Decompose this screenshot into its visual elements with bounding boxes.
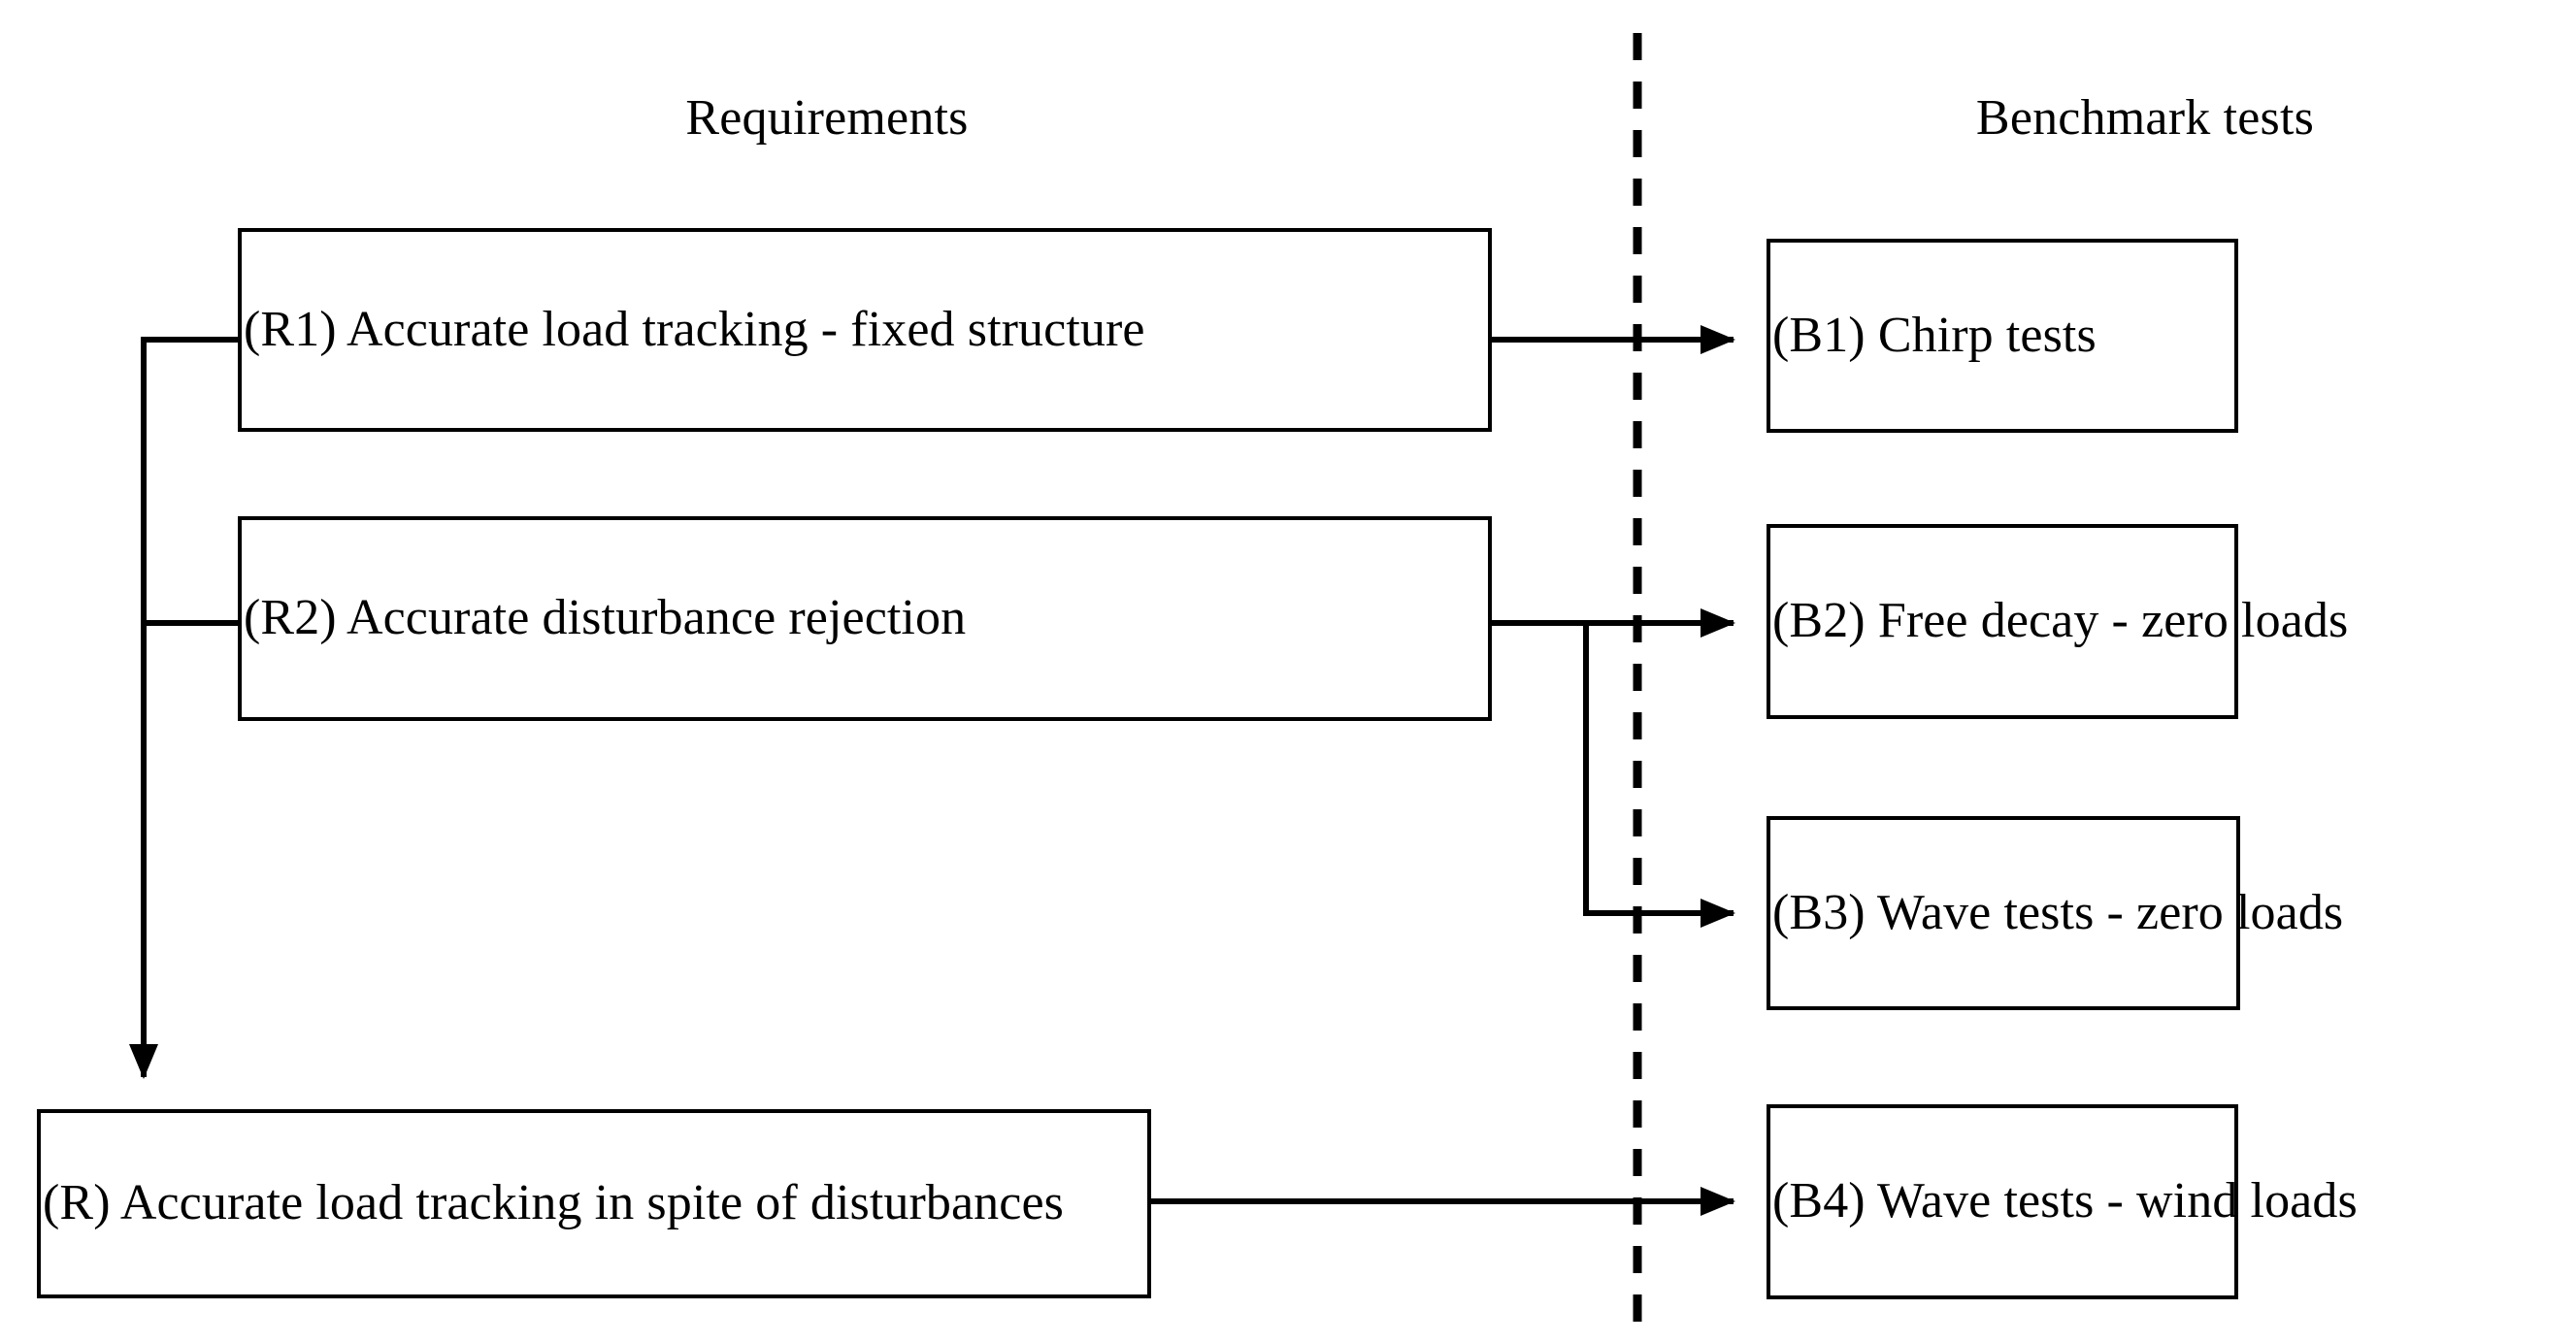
requirement-label-r: (R) Accurate load tracking in spite of d…: [43, 1175, 1064, 1231]
requirement-label-r2: (R2) Accurate disturbance rejection: [244, 590, 967, 646]
benchmark-node-b4[interactable]: (B4) Wave tests - wind loads: [1767, 1104, 2358, 1299]
column-header-requirements: Requirements: [685, 90, 969, 146]
requirement-node-r2[interactable]: (R2) Accurate disturbance rejection: [238, 516, 1492, 721]
edge-r2-to-b3: [1583, 623, 1735, 928]
benchmark-node-b3[interactable]: (B3) Wave tests - zero loads: [1767, 816, 2343, 1010]
benchmark-label-b3: (B3) Wave tests - zero loads: [1772, 884, 2344, 940]
requirement-label-r1: (R1) Accurate load tracking - fixed stru…: [244, 301, 1145, 357]
edge-r1-to-r: [129, 337, 238, 1079]
benchmark-label-b4: (B4) Wave tests - wind loads: [1772, 1173, 2358, 1229]
benchmark-label-b2: (B2) Free decay - zero loads: [1772, 593, 2349, 649]
requirement-node-r[interactable]: (R) Accurate load tracking in spite of d…: [37, 1109, 1151, 1298]
requirement-node-r1[interactable]: (R1) Accurate load tracking - fixed stru…: [238, 228, 1492, 432]
benchmark-node-b2[interactable]: (B2) Free decay - zero loads: [1767, 524, 2348, 719]
column-header-benchmark-tests: Benchmark tests: [1975, 90, 2315, 146]
benchmark-label-b1: (B1) Chirp tests: [1772, 307, 2097, 363]
benchmark-node-b1[interactable]: (B1) Chirp tests: [1767, 239, 2238, 433]
